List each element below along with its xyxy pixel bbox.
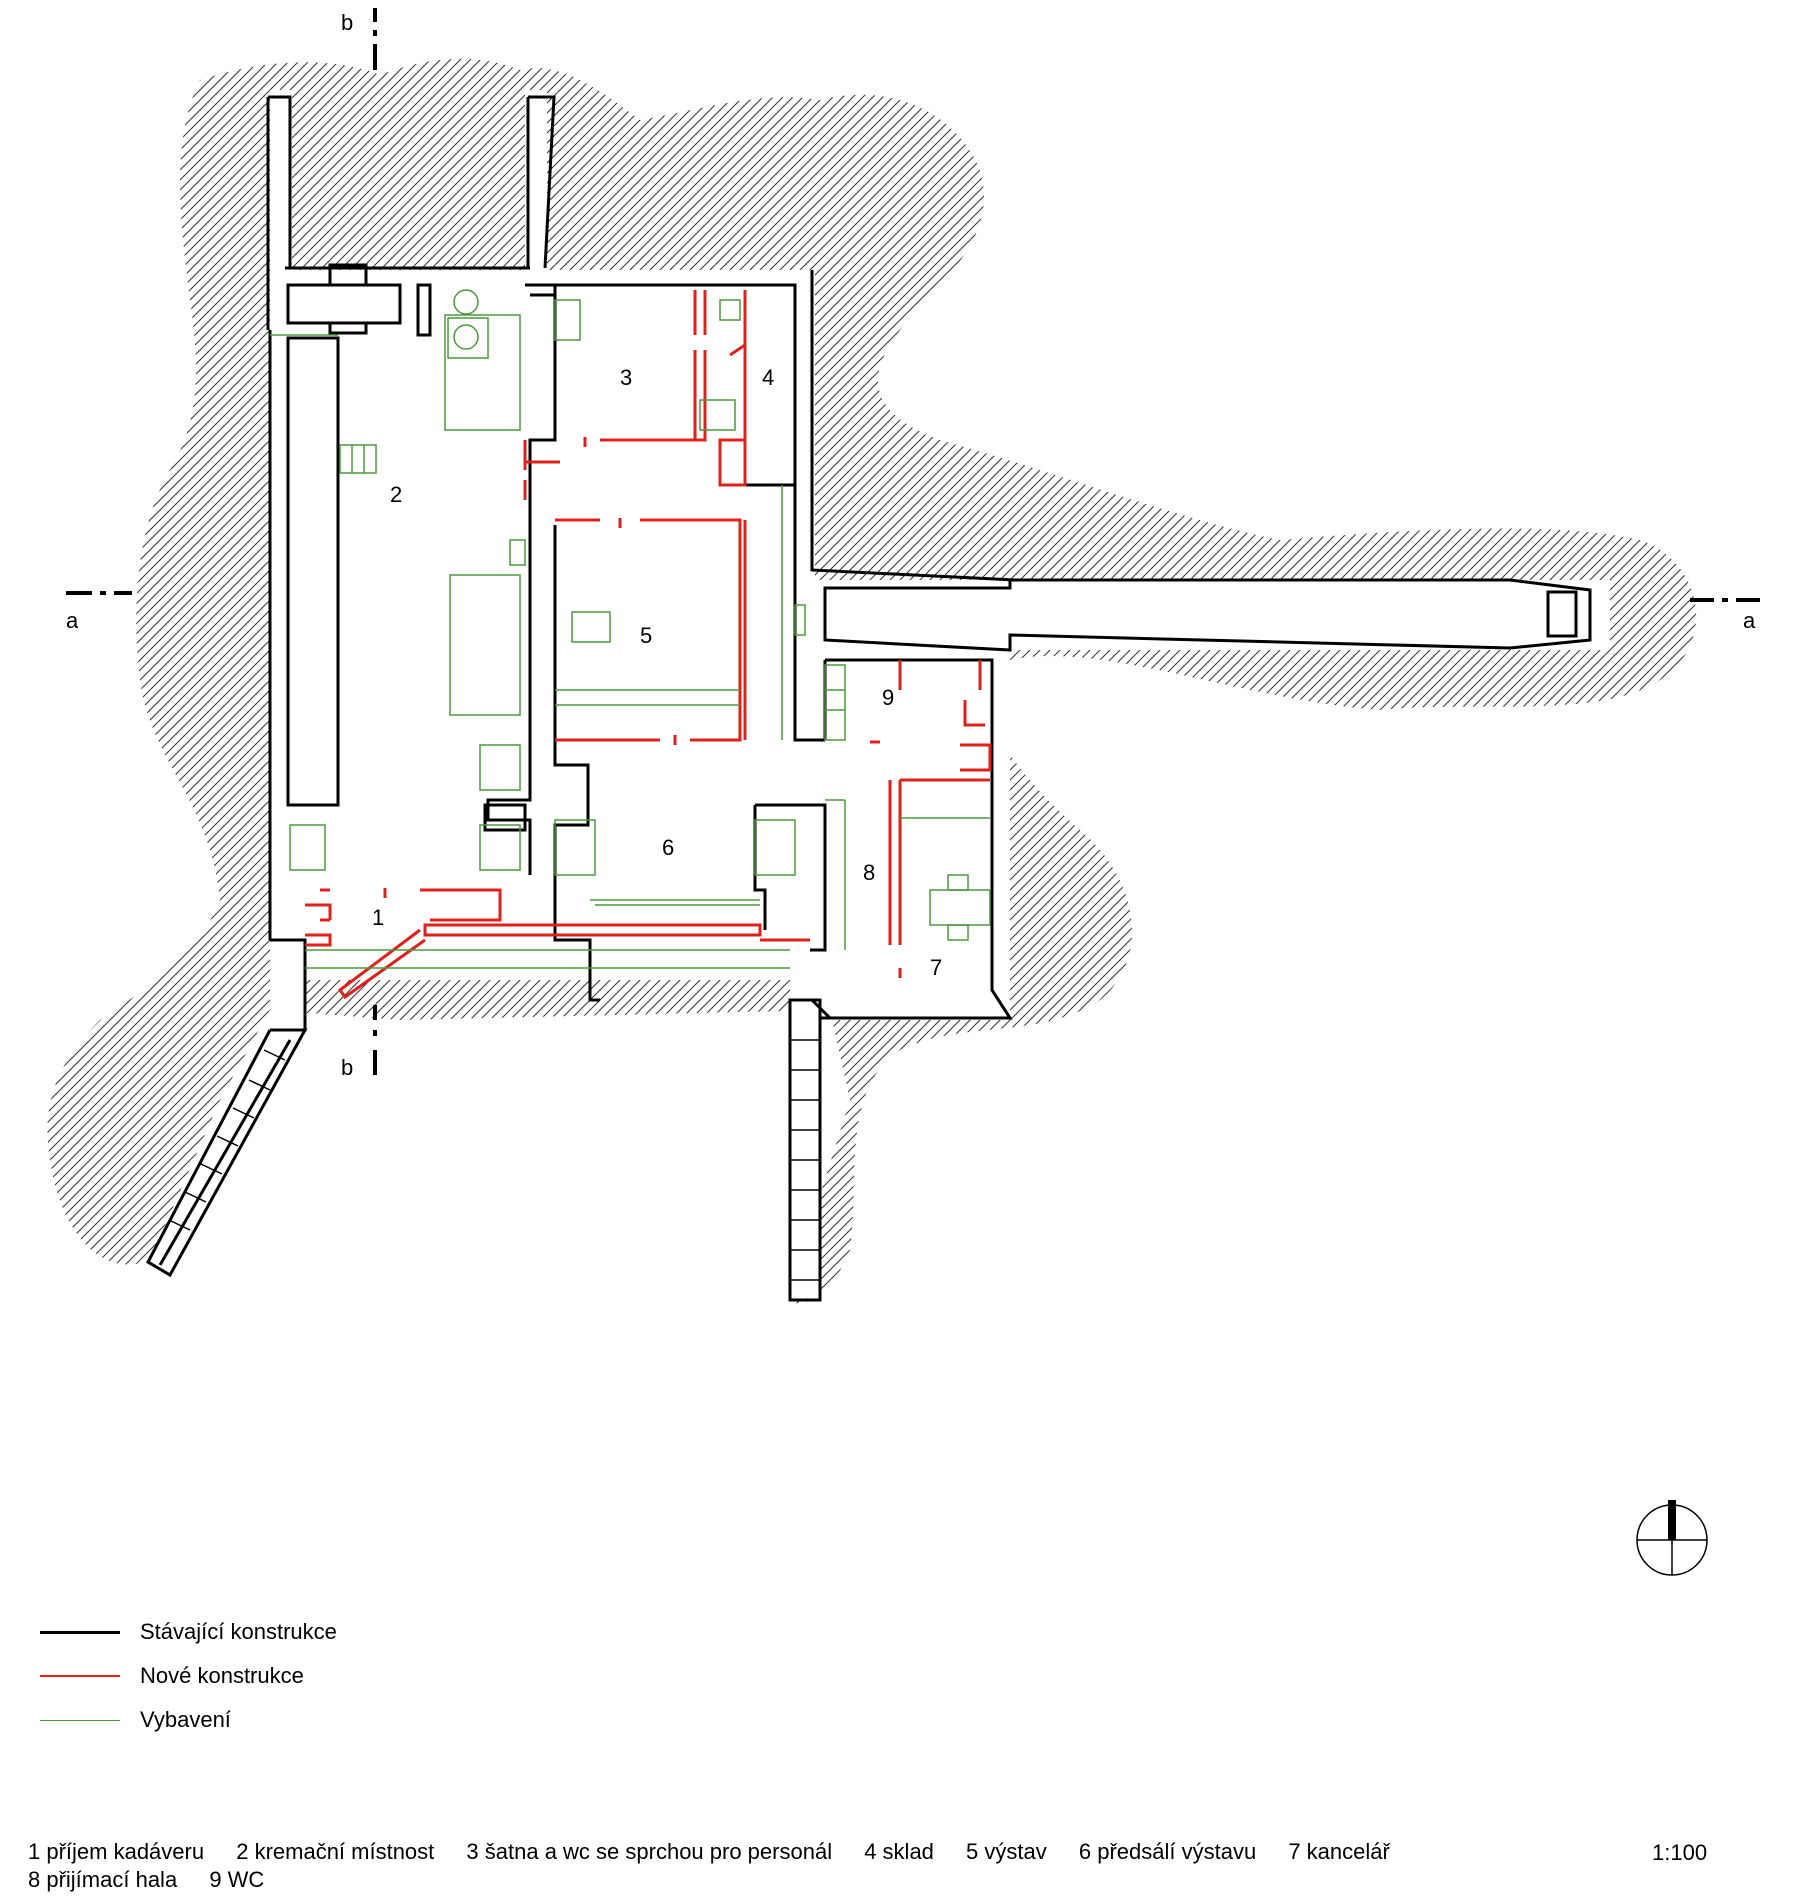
caption-room-8: 8 přijímací hala [28,1867,178,1892]
legend-item-equipment: Vybavení [40,1698,337,1742]
section-label-a-left: a [66,608,79,633]
caption-room-2: 2 kremační místnost [236,1839,435,1864]
section-label-b-bottom: b [341,1055,353,1080]
stairs-left [168,1049,286,1231]
caption-room-1: 1 příjem kadáveru [28,1839,205,1864]
legend: Stávající konstrukce Nové konstrukce Vyb… [40,1610,337,1742]
room-number-8: 8 [863,860,875,885]
legend-swatch-equipment [40,1719,120,1721]
room-number-6: 6 [662,835,674,860]
legend-label-new: Nové konstrukce [140,1663,304,1688]
legend-swatch-new [40,1675,120,1677]
caption-room-9: 9 WC [209,1867,265,1892]
room-number-9: 9 [882,685,894,710]
room-number-3: 3 [620,365,632,390]
existing-walls [146,95,1592,1302]
interior-fill [150,90,1610,1300]
rooms-caption: 1 příjem kadáveru 2 kremační místnost 3 … [28,1838,1588,1894]
new-walls [305,290,992,1000]
room-number-4: 4 [762,365,774,390]
caption-room-6: 6 předsálí výstavu [1078,1839,1257,1864]
caption-room-3: 3 šatna a wc se sprchou pro personál [466,1839,833,1864]
legend-label-equipment: Vybavení [140,1707,231,1732]
section-label-a-right: a [1743,608,1756,633]
room-number-7: 7 [930,955,942,980]
legend-item-new: Nové konstrukce [40,1654,337,1698]
room-number-2: 2 [390,482,402,507]
legend-swatch-existing [40,1630,120,1634]
legend-label-existing: Stávající konstrukce [140,1619,337,1644]
caption-room-7: 7 kancelář [1288,1839,1390,1864]
caption-room-4: 4 sklad [864,1839,934,1864]
room-number-5: 5 [640,623,652,648]
room-number-1: 1 [372,905,384,930]
north-arrow-icon [1636,1500,1708,1576]
equipment [270,289,991,969]
scale-label: 1:100 [1652,1840,1708,1865]
caption-room-5: 5 výstav [966,1839,1047,1864]
section-label-b-top: b [341,10,353,35]
new-door-marks [383,343,902,978]
stairs-right [790,1039,820,1281]
floor-plan: b b a a 1 2 3 4 5 6 7 8 9 [47,8,1760,1576]
section-markers [66,8,1760,1075]
legend-item-existing: Stávající konstrukce [40,1610,337,1654]
